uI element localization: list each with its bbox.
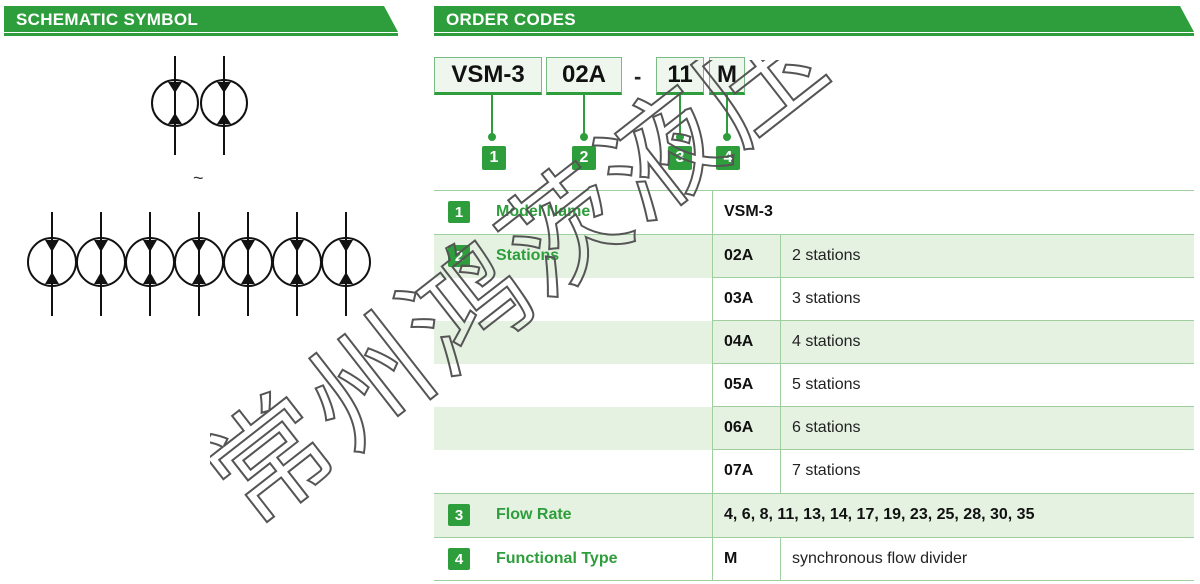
row-number-badge: 3 — [448, 504, 470, 526]
row-code: 05A — [724, 376, 754, 393]
table-row: 07A 7 stations — [434, 450, 1194, 493]
row-label: Flow Rate — [496, 506, 572, 523]
table-row: 4 Functional Type M synchronous flow div… — [434, 538, 1194, 581]
row-code: M — [724, 550, 738, 567]
connector-4 — [726, 95, 728, 137]
connector-dot-1 — [488, 133, 496, 141]
connector-dot-3 — [676, 133, 684, 141]
row-label: Model Name — [496, 203, 591, 220]
table-row: 06A 6 stations — [434, 407, 1194, 450]
row-description: 6 stations — [792, 419, 861, 436]
schematic-symbol-title: SCHEMATIC SYMBOL — [16, 10, 199, 29]
row-code: 4, 6, 8, 11, 13, 14, 17, 19, 23, 25, 28,… — [724, 506, 1035, 523]
connector-dot-2 — [580, 133, 588, 141]
row-number-badge: 4 — [448, 548, 470, 570]
connector-3 — [679, 95, 681, 137]
order-codes-title: ORDER CODES — [446, 10, 576, 29]
row-description: 3 stations — [792, 290, 861, 307]
code-number-4: 4 — [716, 146, 740, 170]
table-row: 04A 4 stations — [434, 321, 1194, 364]
connector-dot-4 — [723, 133, 731, 141]
connector-2 — [583, 95, 585, 137]
row-code: 02A — [724, 247, 754, 264]
row-code: 07A — [724, 462, 754, 479]
seven-station-symbol — [27, 212, 371, 316]
row-label: Functional Type — [496, 550, 618, 567]
code-segment-stations: 02A — [546, 57, 622, 95]
row-code: 04A — [724, 333, 754, 350]
code-segment-flow: 11 — [656, 57, 704, 95]
row-description: synchronous flow divider — [792, 550, 968, 567]
row-number-badge: 1 — [448, 201, 470, 223]
order-codes-header: ORDER CODES — [434, 6, 1194, 36]
code-number-3: 3 — [668, 146, 692, 170]
row-code: VSM-3 — [724, 203, 773, 220]
table-row: 03A 3 stations — [434, 278, 1194, 321]
code-number-1: 1 — [482, 146, 506, 170]
column-divider — [780, 538, 781, 581]
code-segment-type: M — [709, 57, 745, 95]
row-description: 5 stations — [792, 376, 861, 393]
table-row: 2 Stations 02A 2 stations — [434, 235, 1194, 278]
range-tilde: ~ — [193, 168, 204, 188]
code-number-2: 2 — [572, 146, 596, 170]
schematic-symbol-header: SCHEMATIC SYMBOL — [4, 6, 398, 36]
schematic-diagram — [27, 56, 371, 316]
row-description: 2 stations — [792, 247, 861, 264]
column-divider — [780, 235, 781, 493]
row-code: 06A — [724, 419, 754, 436]
table-row: 05A 5 stations — [434, 364, 1194, 407]
code-segment-model: VSM-3 — [434, 57, 542, 95]
row-code: 03A — [724, 290, 754, 307]
row-number-badge: 2 — [448, 245, 470, 267]
two-station-symbol — [151, 56, 248, 155]
row-description: 7 stations — [792, 462, 861, 479]
table-row: 1 Model Name VSM-3 — [434, 191, 1194, 234]
column-divider — [712, 191, 713, 581]
row-label: Stations — [496, 247, 560, 264]
code-separator: - — [634, 64, 642, 89]
connector-1 — [491, 95, 493, 137]
row-description: 4 stations — [792, 333, 861, 350]
table-row: 3 Flow Rate 4, 6, 8, 11, 13, 14, 17, 19,… — [434, 494, 1194, 537]
